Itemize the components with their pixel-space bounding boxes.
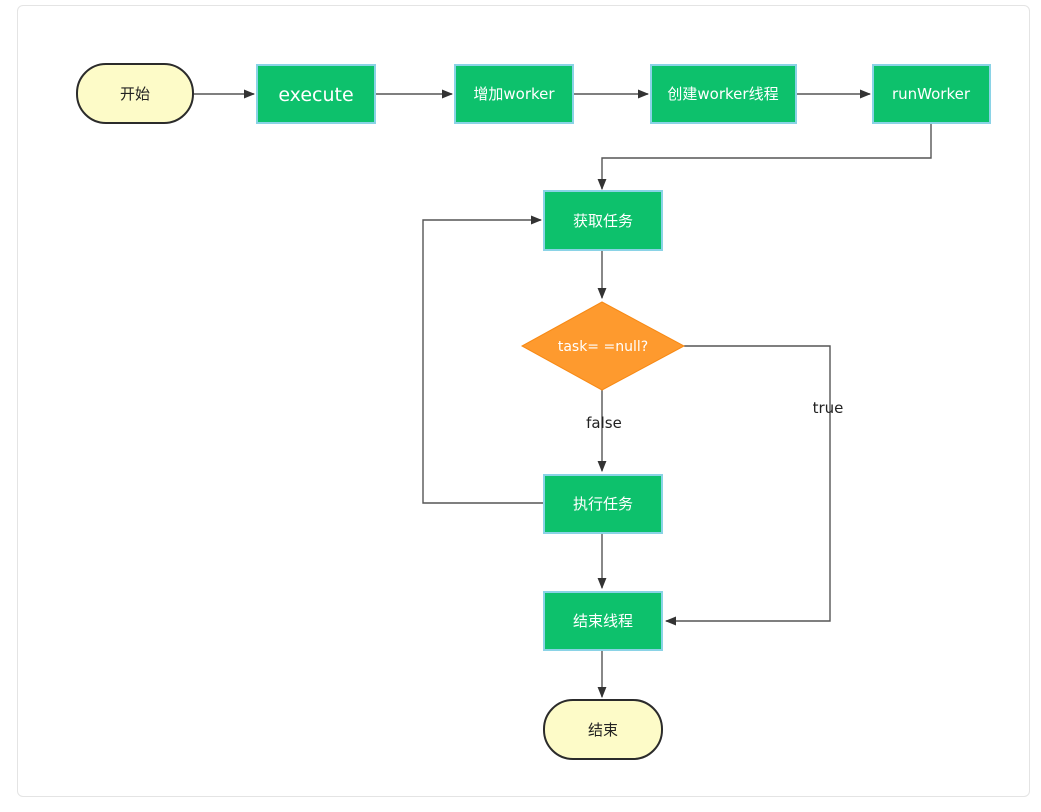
edge-run-task-loop	[422, 215, 543, 504]
node-end-label: 结束	[588, 721, 618, 739]
node-execute: execute	[256, 64, 376, 124]
node-run-worker-label: runWorker	[892, 85, 971, 103]
node-add-worker-label: 增加worker	[473, 85, 555, 103]
node-execute-label: execute	[278, 84, 353, 106]
edge-run-worker-get-task	[597, 124, 932, 191]
edges	[194, 89, 932, 699]
node-create-thread: 创建worker线程	[650, 64, 797, 124]
node-add-worker: 增加worker	[454, 64, 574, 124]
node-create-thread-label: 创建worker线程	[667, 85, 778, 103]
edge-label-false: false	[586, 414, 622, 432]
node-run-task: 执行任务	[543, 474, 663, 534]
node-end: 结束	[543, 699, 663, 760]
node-start: 开始	[76, 63, 194, 124]
node-condition-label: task= =null?	[558, 339, 648, 355]
node-run-worker: runWorker	[872, 64, 991, 124]
node-run-task-label: 执行任务	[573, 495, 633, 513]
edge-condition-true	[664, 345, 831, 626]
node-start-label: 开始	[120, 85, 150, 103]
node-get-task-label: 获取任务	[573, 212, 633, 230]
edge-label-true: true	[813, 399, 844, 417]
node-condition: task= =null?	[520, 301, 686, 391]
node-get-task: 获取任务	[543, 190, 663, 251]
node-end-thread-label: 结束线程	[573, 612, 633, 630]
node-end-thread: 结束线程	[543, 591, 663, 651]
diagram-frame	[17, 5, 1030, 797]
